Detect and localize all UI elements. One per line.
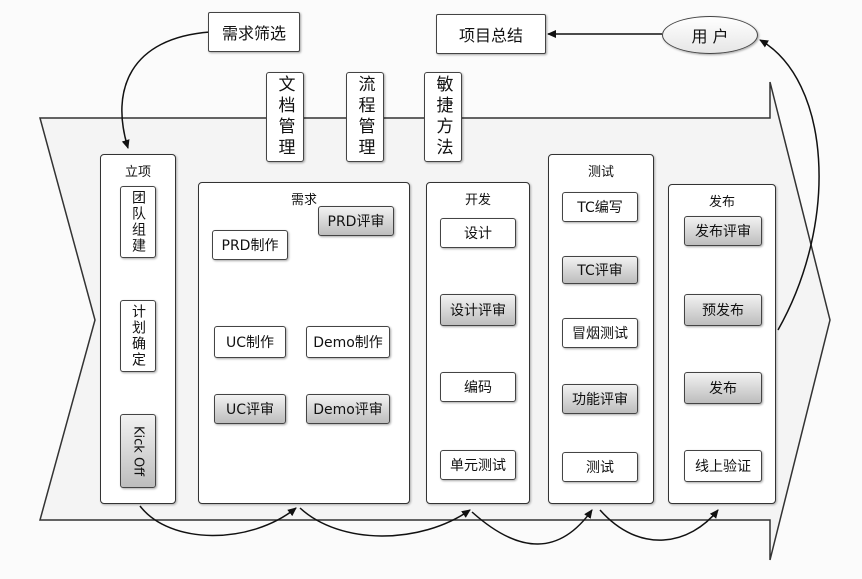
uc-review-box[interactable]: UC评审: [214, 394, 286, 424]
prd-make-label: PRD制作: [221, 238, 279, 254]
stage-initiation-title: 立项: [124, 165, 151, 180]
demo-review-label: Demo评审: [313, 402, 383, 418]
demo-make-label: Demo制作: [313, 335, 383, 351]
unit-test-label: 单元测试: [450, 458, 506, 474]
team-building-label: 团队组建: [130, 190, 146, 254]
smoke-test-label: 冒烟测试: [572, 326, 628, 342]
uc-make-box[interactable]: UC制作: [214, 326, 286, 358]
release-box[interactable]: 发布: [684, 372, 762, 404]
online-verify-box[interactable]: 线上验证: [684, 450, 762, 482]
demo-review-box[interactable]: Demo评审: [306, 394, 390, 424]
practice-document-management[interactable]: 文档管理: [266, 72, 304, 162]
team-building-box[interactable]: 团队组建: [120, 186, 156, 258]
demo-make-box[interactable]: Demo制作: [306, 326, 390, 358]
tc-review-box[interactable]: TC评审: [562, 256, 638, 284]
initiation-to-requirements-arrow: [139, 505, 297, 537]
pre-release-label: 预发布: [702, 303, 744, 319]
requirement-screening-box[interactable]: 需求筛选: [208, 12, 300, 52]
requirements-to-development-arrow: [299, 507, 471, 537]
design-review-label: 设计评审: [450, 303, 506, 319]
practice-process-management[interactable]: 流程管理: [346, 72, 384, 162]
release-review-box[interactable]: 发布评审: [684, 216, 762, 246]
practice-agile-method[interactable]: 敏捷方法: [424, 72, 462, 162]
release-to-user-arrow: [759, 39, 820, 331]
design-box[interactable]: 设计: [440, 218, 516, 248]
prd-make-box[interactable]: PRD制作: [212, 230, 288, 260]
stage-development-title: 开发: [464, 193, 491, 208]
prd-review-box[interactable]: PRD评审: [318, 206, 394, 236]
online-verify-label: 线上验证: [695, 459, 751, 475]
kickoff-box[interactable]: Kick Off: [120, 414, 156, 488]
project-summary-box[interactable]: 项目总结: [436, 14, 546, 54]
kickoff-label: Kick Off: [130, 425, 146, 477]
screening-to-initiation-arrow: [121, 31, 211, 149]
design-label: 设计: [464, 226, 492, 242]
stage-release-title: 发布: [708, 195, 735, 210]
practice-document-management-label: 文档管理: [274, 75, 295, 159]
uc-make-label: UC制作: [225, 335, 275, 351]
development-to-testing-arrow: [471, 509, 593, 545]
user-ellipse[interactable]: 用 户: [662, 16, 758, 54]
uc-review-label: UC评审: [225, 402, 275, 418]
test-label: 测试: [586, 460, 614, 476]
requirement-screening-label: 需求筛选: [221, 24, 286, 43]
pre-release-box[interactable]: 预发布: [684, 294, 762, 326]
release-review-label: 发布评审: [695, 224, 751, 240]
design-review-box[interactable]: 设计评审: [440, 294, 516, 326]
practice-process-management-label: 流程管理: [354, 75, 375, 159]
coding-box[interactable]: 编码: [440, 372, 516, 402]
prd-review-label: PRD评审: [327, 214, 385, 230]
project-summary-label: 项目总结: [458, 26, 523, 45]
stage-requirements-title: 需求: [290, 193, 317, 208]
tc-review-label: TC评审: [577, 263, 623, 279]
tc-write-label: TC编写: [577, 200, 623, 216]
release-label: 发布: [709, 381, 737, 397]
tc-write-box[interactable]: TC编写: [562, 192, 638, 222]
practice-agile-method-label: 敏捷方法: [432, 75, 453, 159]
test-box[interactable]: 测试: [562, 452, 638, 482]
func-review-box[interactable]: 功能评审: [562, 384, 638, 414]
plan-confirm-label: 计划确定: [130, 304, 146, 368]
testing-to-release-arrow: [599, 509, 719, 541]
smoke-test-box[interactable]: 冒烟测试: [562, 318, 638, 348]
func-review-label: 功能评审: [572, 392, 628, 408]
plan-confirm-box[interactable]: 计划确定: [120, 300, 156, 372]
unit-test-box[interactable]: 单元测试: [440, 450, 516, 480]
user-label: 用 户: [691, 27, 729, 46]
stage-testing-title: 测试: [587, 165, 614, 180]
coding-label: 编码: [464, 380, 492, 396]
